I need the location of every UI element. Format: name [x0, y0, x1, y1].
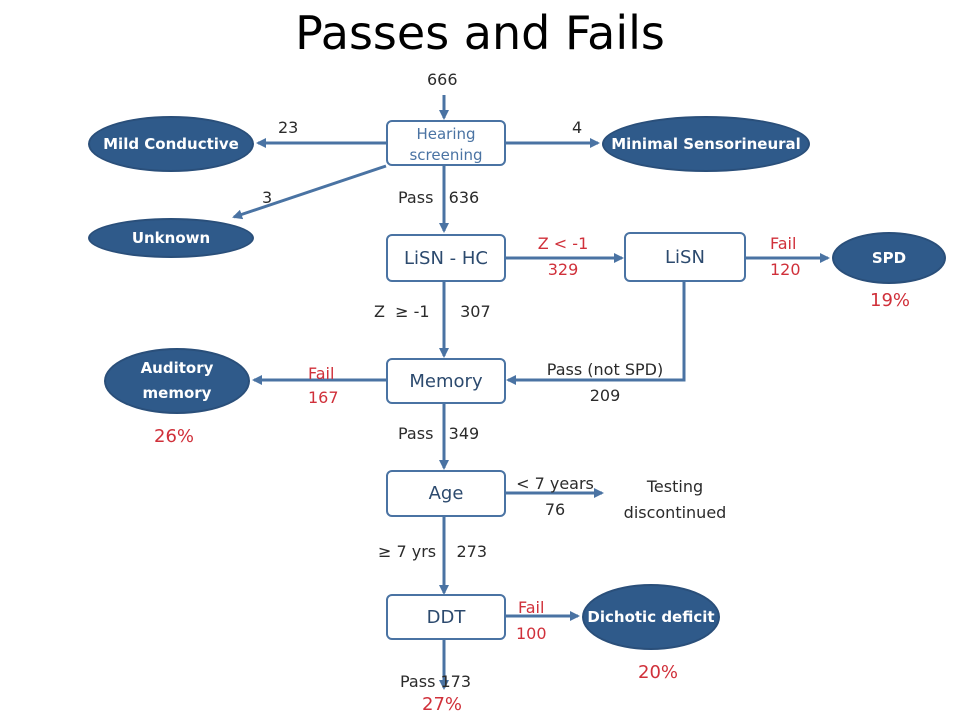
ddt-fail-label: Fail	[518, 598, 545, 617]
age-over-7-label: ≥ 7 yrs 273	[378, 542, 488, 561]
total-count: 666	[427, 70, 458, 89]
memory-pass-label: Pass 349	[398, 424, 480, 443]
memory-fail-count: 167	[308, 388, 339, 407]
arrow-hearing-to-unknown	[232, 164, 387, 220]
mild-conductive-ellipse: Mild Conductive	[88, 116, 254, 172]
spd-ellipse: SPD	[832, 232, 946, 284]
lisn-fail-count: 120	[770, 260, 801, 279]
lisn-hc-fail-condition: Z < -1	[537, 234, 589, 253]
unknown-count: 3	[262, 188, 273, 207]
hearing-pass-label: Pass 636	[398, 188, 480, 207]
auditory-memory-percentage: 26%	[154, 426, 195, 447]
hearing-screening-box: Hearing screening	[386, 120, 506, 166]
testing-discontinued-label: Testing discontinued	[623, 477, 727, 522]
dichotic-deficit-ellipse: Dichotic deficit	[582, 584, 720, 650]
minimal-count: 4	[572, 118, 583, 137]
age-under-7-count: 76	[544, 500, 566, 519]
dichotic-deficit-percentage: 20%	[638, 662, 679, 683]
minimal-sensorineural-ellipse: Minimal Sensorineural	[602, 116, 810, 172]
arrow-lisn-to-memory	[506, 282, 686, 385]
ddt-box: DDT	[386, 594, 506, 640]
lisn-box: LiSN	[624, 232, 746, 282]
ddt-pass-label: Pass 173	[400, 672, 472, 691]
mild-count: 23	[278, 118, 299, 137]
lisn-hc-pass-label: Z ≥ -1 307	[374, 302, 491, 321]
age-under-7-label: < 7 years	[516, 474, 594, 493]
lisn-pass-label: Pass (not SPD)	[546, 360, 664, 379]
lisn-fail-label: Fail	[770, 234, 797, 253]
memory-fail-label: Fail	[308, 364, 335, 383]
memory-box: Memory	[386, 358, 506, 404]
page-title: Passes and Fails	[295, 6, 665, 60]
auditory-memory-ellipse: Auditory memory	[104, 348, 250, 414]
lisn-hc-fail-count: 329	[547, 260, 579, 279]
lisn-hc-box: LiSN - HC	[386, 234, 506, 282]
pass-percentage: 27%	[422, 694, 463, 715]
age-box: Age	[386, 470, 506, 517]
spd-percentage: 19%	[870, 290, 911, 311]
ddt-fail-count: 100	[516, 624, 547, 643]
unknown-ellipse: Unknown	[88, 218, 254, 258]
lisn-pass-count: 209	[589, 386, 621, 405]
